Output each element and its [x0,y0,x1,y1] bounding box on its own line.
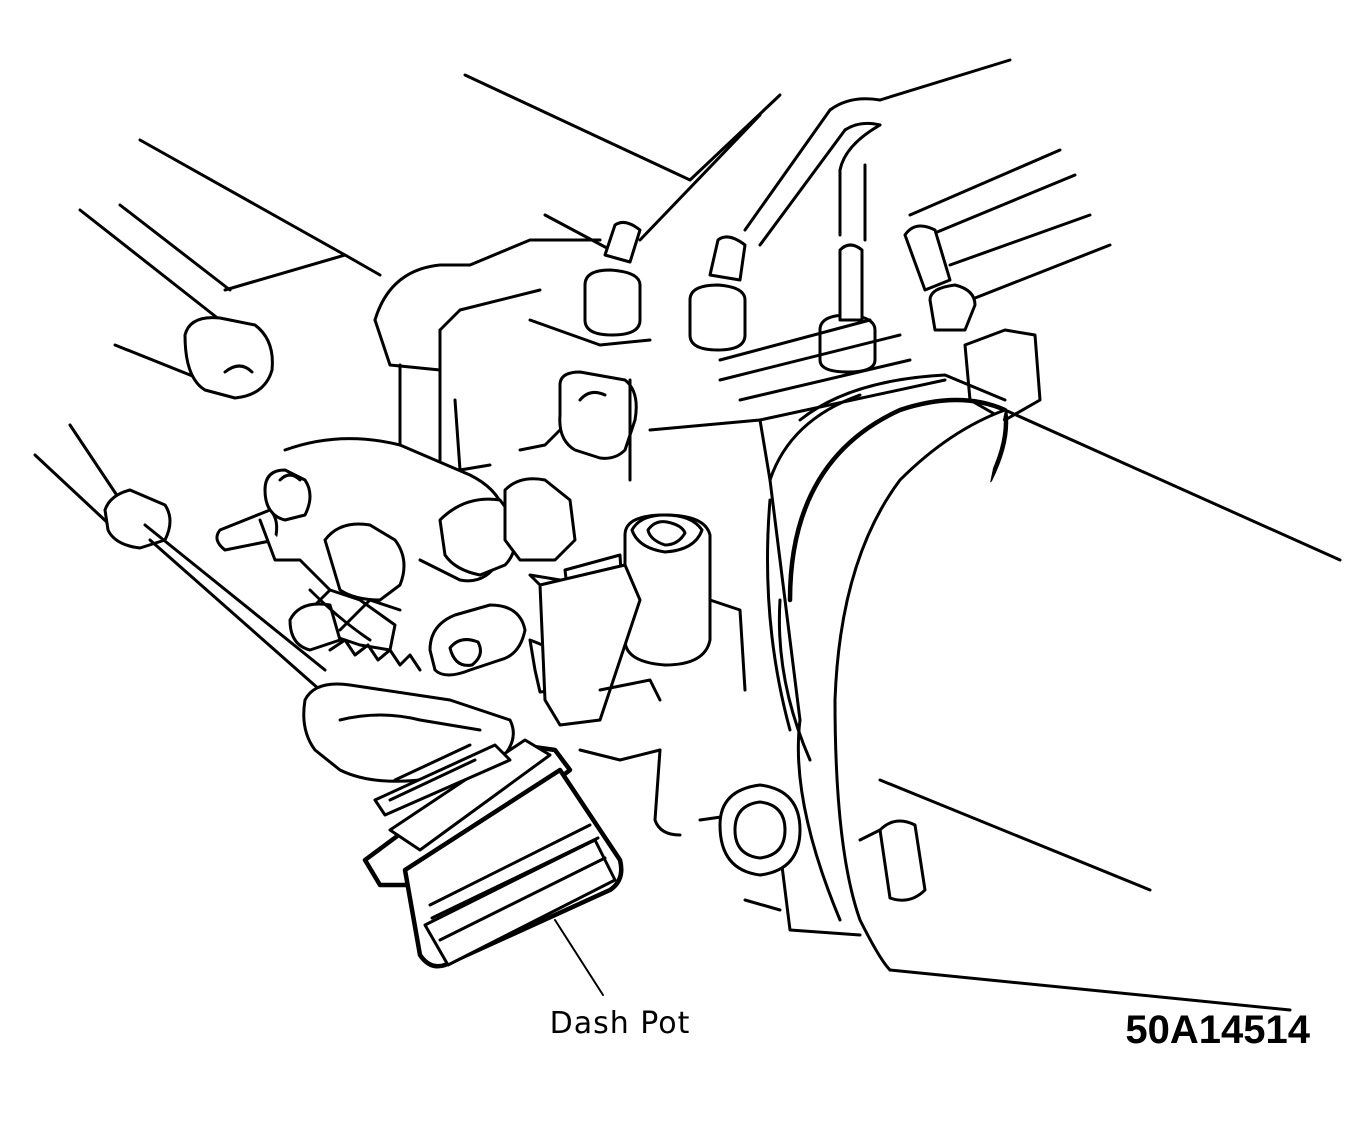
intake-duct [766,373,1342,1012]
sensor-cylinder [538,513,747,727]
dash-pot-label: Dash Pot [549,1006,691,1041]
lever-ring [428,477,602,694]
throttle-body-housing [373,238,947,937]
return-spring [302,588,515,783]
upper-left-tube [78,138,382,400]
dash-pot-leader-line [554,919,604,996]
throttle-cable [33,423,327,692]
top-hoses [463,58,1112,302]
dash-pot [362,738,624,969]
bottom-port [718,783,927,902]
figure-id: 50A14514 [1125,1008,1310,1052]
vacuum-fittings [583,220,1042,422]
